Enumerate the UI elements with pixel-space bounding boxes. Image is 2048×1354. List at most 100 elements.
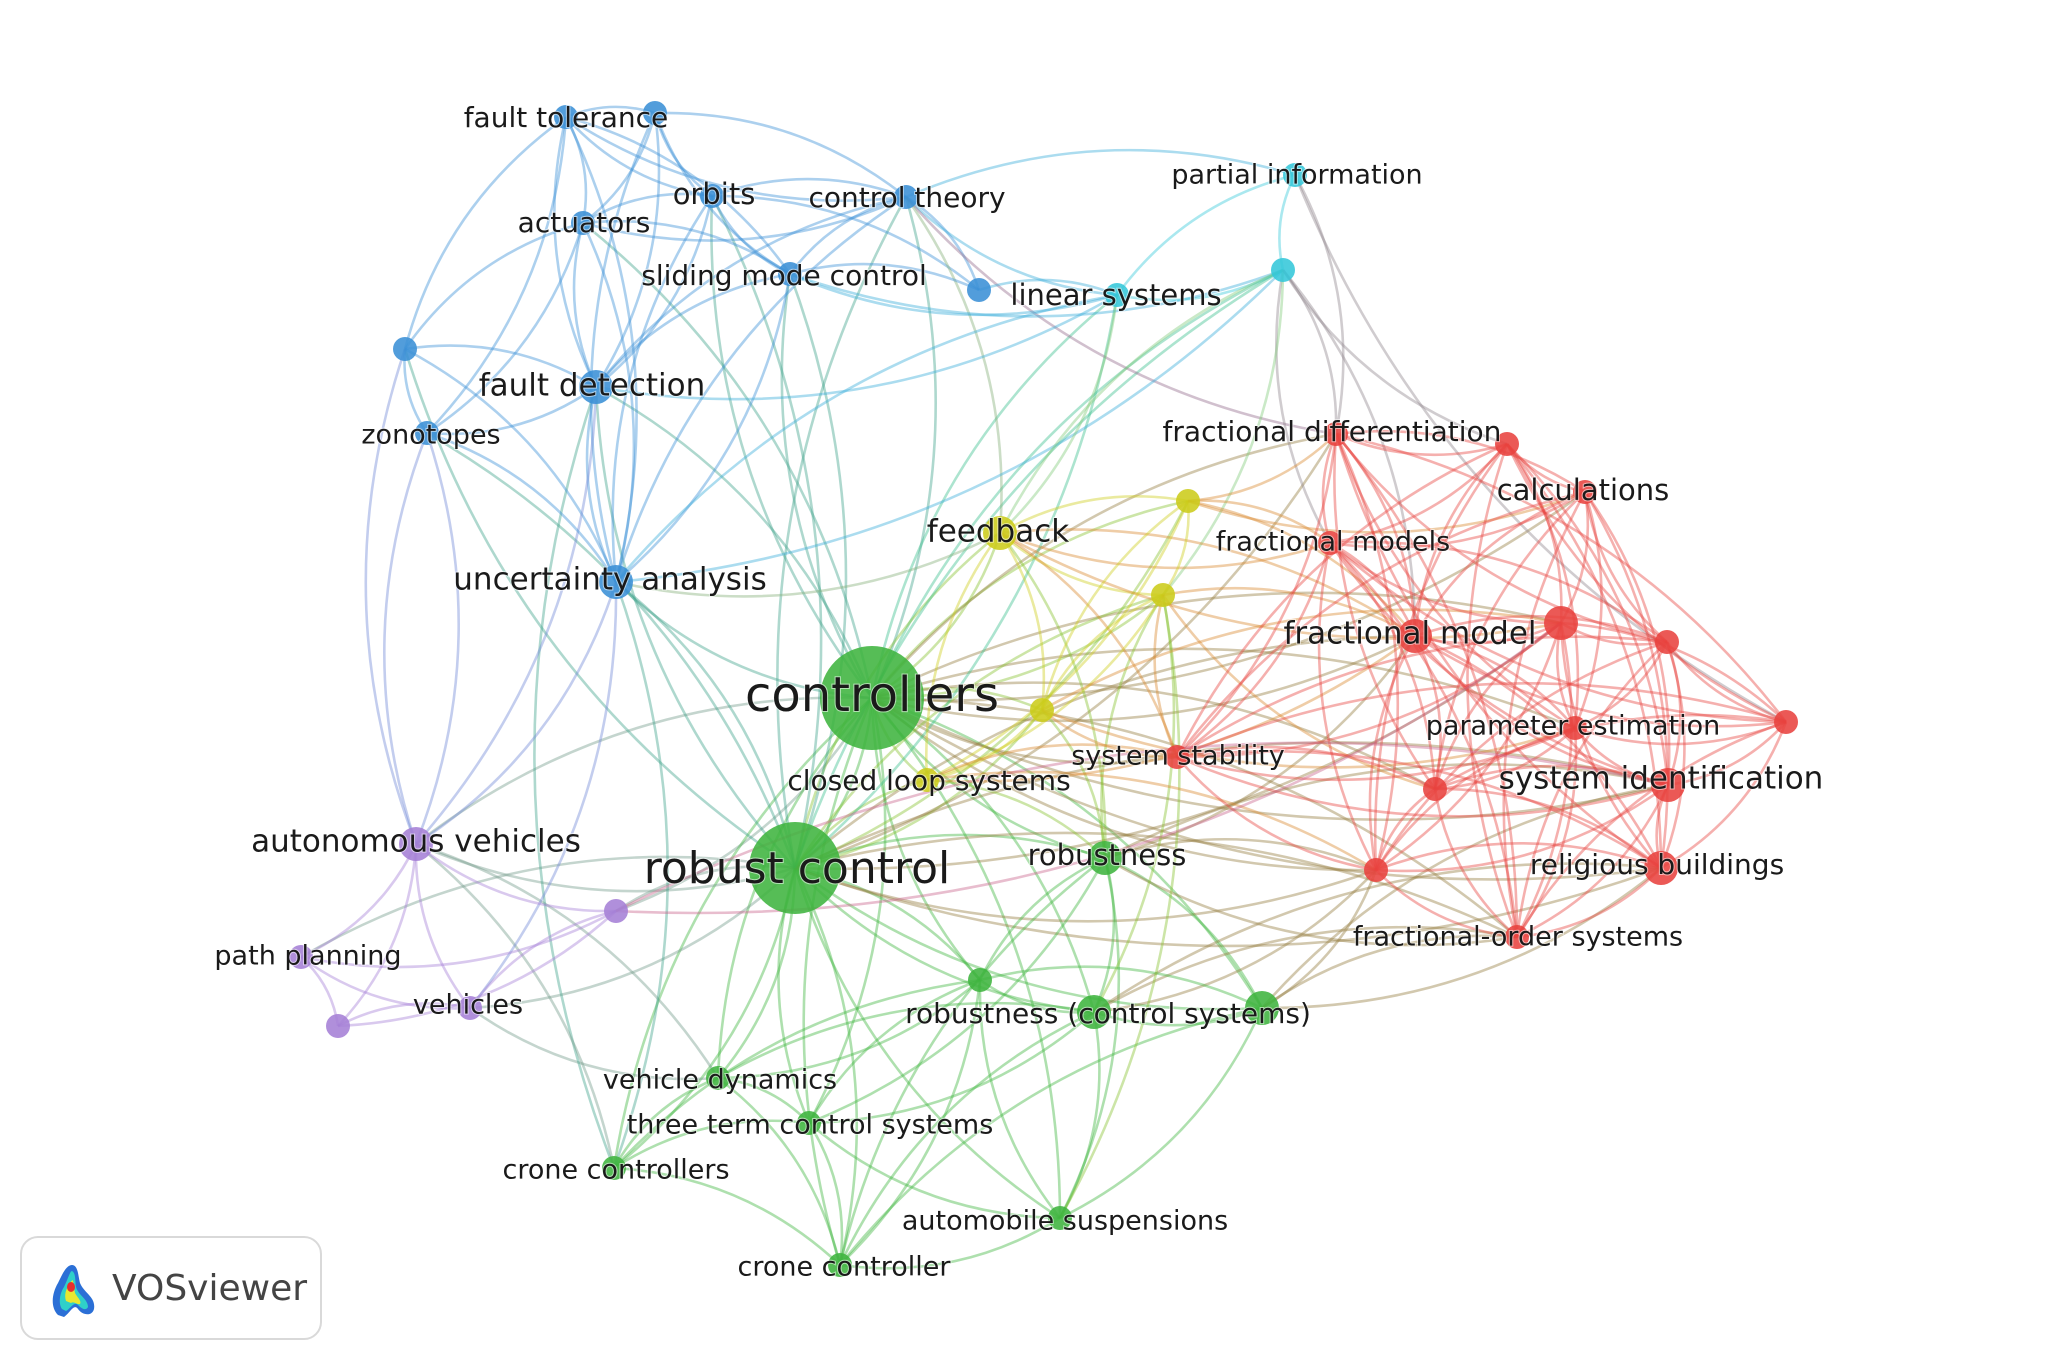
node-robust-control[interactable] — [749, 822, 841, 914]
network-edge — [1093, 862, 1662, 1014]
node-y1[interactable] — [1176, 489, 1200, 513]
network-edge — [426, 116, 568, 434]
network-edge — [1281, 269, 1417, 637]
node-uncertainty[interactable] — [599, 565, 633, 599]
network-edge — [1516, 784, 1670, 939]
network-edge — [1413, 490, 1586, 637]
network-edge — [337, 910, 617, 1028]
node-label-robustness: robustness — [1028, 838, 1187, 872]
node-three-term[interactable] — [797, 1111, 821, 1135]
node-r3[interactable] — [1655, 630, 1679, 654]
node-y2[interactable] — [1151, 583, 1175, 607]
network-edge — [612, 1076, 719, 1169]
node-religious[interactable] — [1644, 851, 1678, 885]
network-edge — [1433, 788, 1518, 938]
network-edge — [1176, 542, 1332, 759]
network-edge — [415, 842, 616, 1169]
node-controllers[interactable] — [820, 646, 924, 750]
node-vehicles[interactable] — [458, 996, 482, 1020]
node-autonomous[interactable] — [399, 827, 433, 861]
network-edge — [595, 385, 874, 699]
network-edge — [1100, 594, 1165, 859]
node-automobile-susp[interactable] — [1048, 1206, 1072, 1230]
network-edge — [1162, 269, 1285, 596]
network-edge — [1176, 621, 1562, 759]
network-edge — [300, 955, 471, 1010]
network-edge — [1434, 764, 1669, 791]
node-p1[interactable] — [604, 899, 628, 923]
node-r6[interactable] — [1364, 858, 1388, 882]
network-edge — [1334, 433, 1662, 870]
node-fault-detection[interactable] — [579, 370, 613, 404]
node-b2[interactable] — [967, 278, 991, 302]
node-label-robust-control: robust control — [644, 843, 951, 894]
node-actuators[interactable] — [571, 211, 595, 235]
network-edge — [1115, 173, 1296, 296]
network-edge — [1505, 443, 1787, 724]
node-linear-systems[interactable] — [1105, 283, 1129, 307]
network-edge — [1414, 614, 1668, 644]
node-calculations[interactable] — [1573, 480, 1597, 504]
node-frac-order[interactable] — [1505, 925, 1529, 949]
node-frac-diff[interactable] — [1324, 422, 1348, 446]
node-r1[interactable] — [1495, 432, 1519, 456]
network-edge — [613, 978, 981, 1169]
node-g2[interactable] — [1245, 991, 1279, 1025]
node-b1[interactable] — [643, 101, 667, 125]
node-frac-models[interactable] — [1318, 531, 1342, 555]
node-sys-ident[interactable] — [1651, 768, 1685, 802]
network-edge — [870, 697, 1062, 1219]
node-p2[interactable] — [326, 1014, 350, 1038]
network-edge — [404, 344, 597, 389]
network-edge — [1375, 622, 1563, 872]
node-vehicle-dynamics[interactable] — [706, 1066, 730, 1090]
network-edge — [1175, 442, 1508, 758]
network-edge — [415, 386, 598, 845]
node-label-vehicle-dynamics: vehicle dynamics — [603, 1065, 837, 1096]
node-r4[interactable] — [1774, 710, 1798, 734]
node-r2[interactable] — [1544, 606, 1578, 640]
network-edge — [1176, 756, 1377, 872]
node-c1[interactable] — [1271, 258, 1295, 282]
network-edge — [415, 696, 873, 846]
network-edge — [1040, 499, 1189, 711]
node-sliding-mode[interactable] — [778, 262, 802, 286]
node-feedback[interactable] — [983, 516, 1017, 550]
network-edge — [611, 195, 714, 583]
network-edge — [403, 115, 567, 350]
network-edge — [998, 268, 1284, 534]
network-edge — [838, 1006, 1263, 1266]
node-b3[interactable] — [393, 337, 417, 361]
node-orbits[interactable] — [700, 184, 724, 208]
node-control-theory[interactable] — [894, 185, 918, 209]
node-crone-controller[interactable] — [828, 1253, 852, 1277]
network-edge — [1058, 594, 1181, 1219]
node-param-est[interactable] — [1563, 716, 1587, 740]
node-r5[interactable] — [1423, 777, 1447, 801]
node-robustness[interactable] — [1088, 841, 1122, 875]
node-robustness-cs[interactable] — [1077, 995, 1111, 1029]
node-zonotopes[interactable] — [415, 421, 439, 445]
node-label-fault-tolerance: fault tolerance — [464, 101, 669, 134]
network-edge — [1665, 641, 1787, 724]
network-edge — [711, 177, 907, 199]
node-y3[interactable] — [1030, 698, 1054, 722]
node-closed-loop[interactable] — [915, 768, 939, 792]
network-edge — [414, 432, 460, 845]
node-frac-model[interactable] — [1398, 619, 1432, 653]
node-partial-info[interactable] — [1283, 163, 1307, 187]
node-label-controllers: controllers — [745, 667, 999, 723]
node-fault-tolerance[interactable] — [554, 105, 578, 129]
node-crone-controllers[interactable] — [602, 1156, 626, 1180]
network-edge — [415, 842, 720, 1079]
network-edge — [1335, 429, 1586, 494]
node-path-planning[interactable] — [289, 945, 313, 969]
node-g1[interactable] — [968, 968, 992, 992]
network-edge — [1104, 856, 1518, 947]
node-system-stability[interactable] — [1165, 745, 1189, 769]
node-label-uncertainty: uncertainty analysis — [453, 562, 766, 598]
node-label-fault-detection: fault detection — [479, 368, 706, 404]
network-edge — [1335, 432, 1788, 723]
network-edge — [905, 148, 1296, 199]
vosviewer-logo: VOSviewer — [20, 1236, 322, 1340]
